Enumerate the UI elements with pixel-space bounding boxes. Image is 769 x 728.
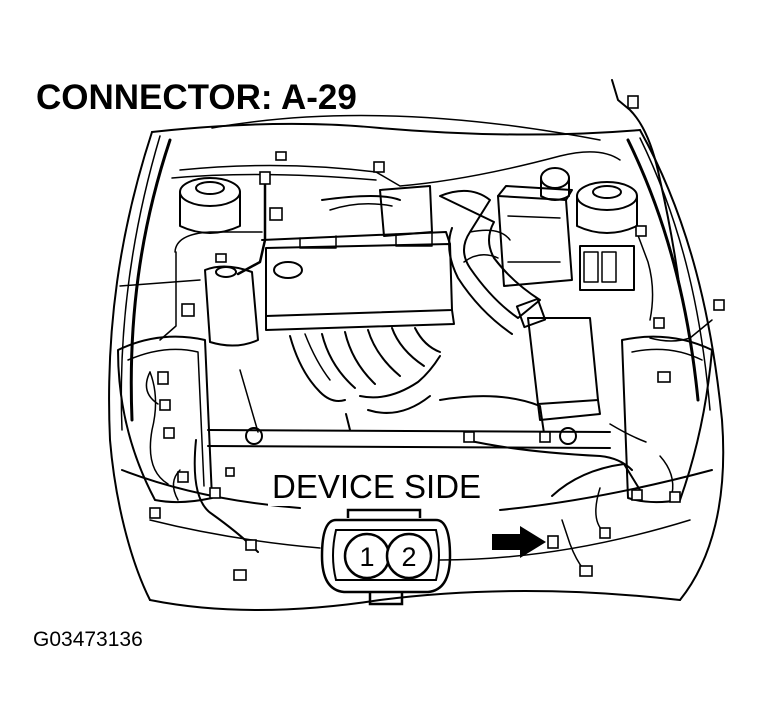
front-bumper — [149, 590, 681, 611]
relay-box — [579, 245, 635, 291]
battery — [497, 195, 573, 287]
connector-housing — [320, 508, 452, 606]
right-headlamp — [621, 335, 713, 504]
engine-cover — [265, 243, 453, 317]
washer-tank — [204, 265, 259, 347]
device-side-label: DEVICE SIDE — [268, 468, 486, 506]
intake-hose — [439, 189, 541, 319]
right-fender — [639, 129, 725, 601]
left-harness — [236, 178, 267, 276]
air-box — [527, 317, 599, 405]
firewall-harness — [179, 151, 621, 187]
right-harness — [611, 79, 681, 291]
left-fender — [108, 131, 153, 601]
figure-code: G03473136 — [33, 628, 143, 651]
connector-title: CONNECTOR: A-29 — [36, 78, 357, 117]
